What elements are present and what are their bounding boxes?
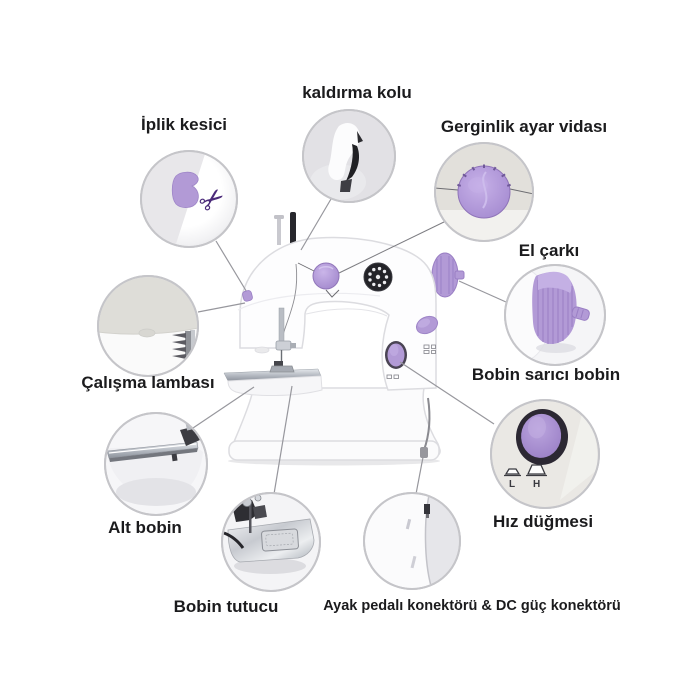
pedal-high-icon — [526, 464, 547, 477]
callout-thread-cutter: ✂ — [140, 150, 238, 248]
callout-line-hand-wheel — [458, 280, 507, 303]
callout-bobbin-holder — [221, 492, 321, 592]
needle-assembly — [269, 263, 298, 373]
callout-line-speed-button — [399, 361, 495, 425]
callout-lower-bobbin — [104, 412, 208, 516]
spool-pin-cap — [274, 215, 284, 219]
work-platform — [223, 368, 323, 396]
callout-line-thread-cutter — [215, 240, 249, 295]
panel-markings — [386, 344, 436, 379]
callout-tension-screw — [434, 142, 534, 242]
speed-mark-low: L — [509, 479, 515, 490]
callout-lifting-lever — [302, 109, 396, 203]
callout-line-work-light — [197, 302, 246, 313]
machine-foot — [228, 440, 440, 461]
label-speed-button: Hız düğmesi — [492, 512, 594, 531]
label-hand-wheel: El çarkı — [518, 241, 580, 260]
pedal-low-icon — [504, 468, 521, 477]
callout-line-lifting-lever — [300, 198, 332, 251]
callout-line-pedal-connector — [415, 451, 425, 495]
callout-lines — [192, 198, 507, 495]
thread-cutter-part — [242, 290, 253, 302]
tension-knob-part — [297, 262, 340, 298]
callout-line-lower-bobbin — [192, 386, 255, 429]
label-thread-cutter: İplik kesici — [141, 115, 227, 134]
label-lower-bobbin: Alt bobin — [108, 518, 182, 537]
label-lifting-lever: kaldırma kolu — [302, 83, 412, 102]
label-bobbin-winder: Bobin sarıcı bobin — [471, 365, 621, 384]
callout-hand-wheel — [504, 264, 606, 366]
label-tension-screw: Gerginlik ayar vidası — [440, 117, 608, 136]
callout-speed-button: L H — [490, 399, 600, 509]
callout-pedal-connector — [363, 492, 461, 590]
stitch-dial-part — [363, 262, 393, 292]
sewing-machine-illustration — [223, 212, 465, 466]
callout-line-tension-thread — [338, 220, 447, 274]
arm-underside-shade — [305, 308, 388, 317]
label-bobbin-holder: Bobin tutucu — [173, 597, 279, 616]
machine-body — [239, 236, 437, 391]
callout-line-bobbin-holder — [273, 385, 293, 495]
callout-work-light — [97, 275, 199, 377]
body-crease — [237, 292, 381, 311]
work-light-bump — [254, 346, 270, 354]
spool-pin — [277, 217, 281, 245]
lower-oval-button-part — [385, 341, 407, 369]
label-work-light: Çalışma lambası — [81, 373, 215, 392]
speed-mark-high: H — [533, 479, 540, 490]
upper-oval-button-part — [415, 315, 439, 335]
label-pedal-connector: Ayak pedalı konektörü & DC güç konektörü — [323, 598, 621, 614]
hand-wheel-part — [431, 252, 465, 298]
